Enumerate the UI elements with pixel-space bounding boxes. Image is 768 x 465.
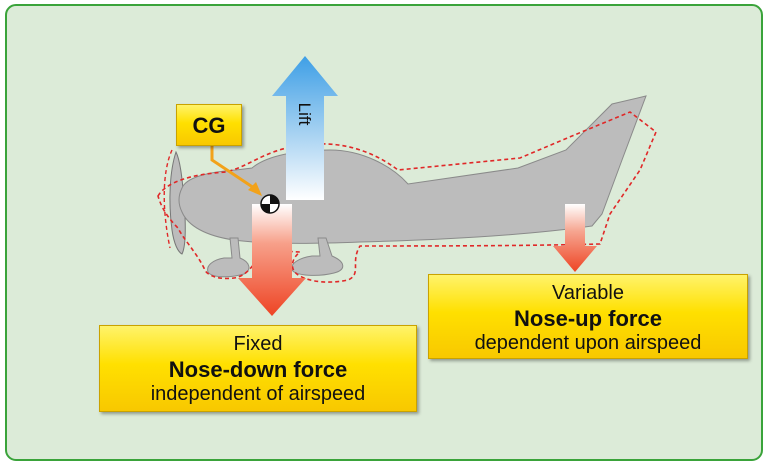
- nose-gear: [207, 237, 250, 278]
- nose-up-force-arrow: [553, 204, 597, 272]
- fixed-force-line1: Fixed: [233, 333, 283, 355]
- main-gear: [291, 237, 344, 276]
- fixed-force-title: Nose-down force: [168, 357, 348, 382]
- variable-force-label-box: Variable Nose-up force dependent upon ai…: [428, 274, 748, 359]
- variable-force-line3: dependent upon airspeed: [474, 332, 702, 354]
- cg-label: CG: [192, 113, 226, 138]
- dashed-propeller-outline: [163, 149, 173, 249]
- cg-symbol: [260, 194, 280, 214]
- variable-force-title: Nose-up force: [514, 306, 662, 331]
- fixed-force-label-box: Fixed Nose-down force independent of air…: [99, 325, 417, 412]
- variable-force-line1: Variable: [552, 282, 624, 304]
- propeller: [169, 150, 186, 255]
- lift-label: Lift: [295, 102, 314, 126]
- cg-leader-line: [210, 146, 255, 190]
- fixed-force-line3: independent of airspeed: [150, 383, 366, 405]
- nose-down-force-arrow: [238, 204, 306, 316]
- cg-label-box: CG: [176, 104, 242, 146]
- lift-arrow: [272, 56, 338, 200]
- cg-leader-arrowhead: [248, 182, 262, 196]
- airplane-fuselage: [178, 95, 647, 244]
